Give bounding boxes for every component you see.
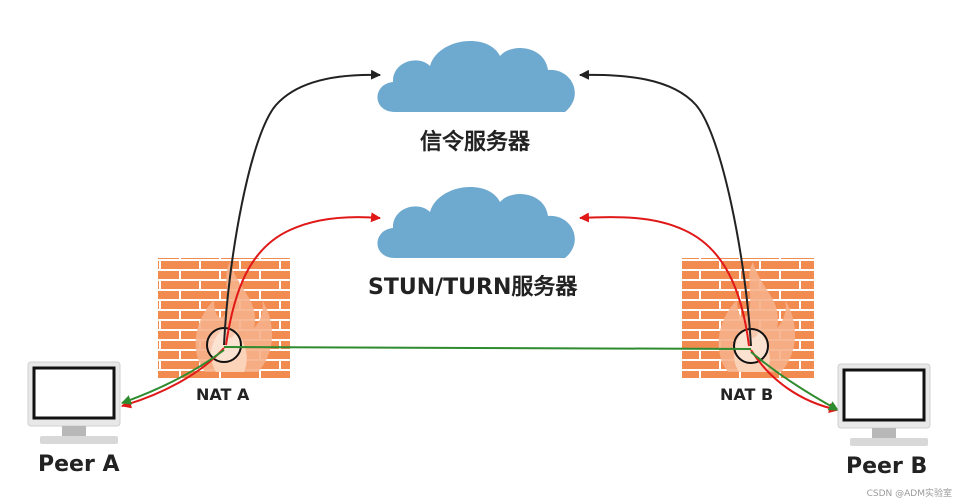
stun-turn-server-label: STUN/TURN服务器: [368, 275, 578, 300]
stun-arrow-a: [225, 212, 381, 346]
p2p-arrow-b: [750, 351, 839, 411]
p2p-connection-line: [223, 346, 752, 350]
peer-a-computer-icon: [27, 361, 121, 444]
peer-b-computer-icon: [837, 363, 931, 446]
stun-turn-cloud-icon: [377, 187, 575, 258]
nat-b-label: NAT B: [720, 385, 774, 404]
signal-arrow-a: [223, 69, 381, 346]
signal-arrow-b: [579, 69, 752, 347]
relay-arrow-b: [750, 349, 839, 414]
p2p-arrow-a: [121, 349, 225, 405]
peer-a-label: Peer A: [38, 452, 120, 477]
stun-arrow-b: [579, 212, 750, 347]
nat-a-label: NAT A: [196, 385, 250, 404]
watermark: CSDN @ADM实验室: [866, 489, 952, 499]
peer-b-label: Peer B: [846, 454, 928, 479]
signal-server-label: 信令服务器: [420, 130, 531, 155]
signal-server-cloud-icon: [377, 41, 575, 112]
